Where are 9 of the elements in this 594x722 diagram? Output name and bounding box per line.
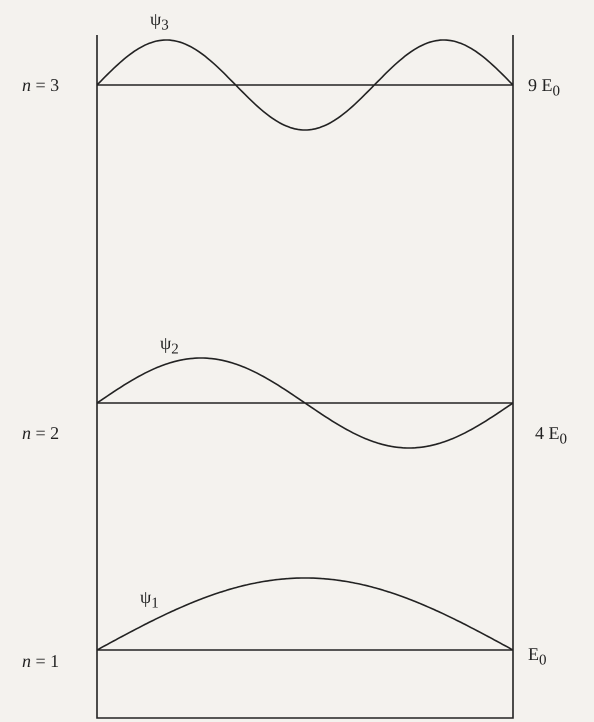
- energy-label: 4 E$_{0}$: [535, 424, 567, 448]
- quantum-number-label: n = 3: [22, 76, 60, 94]
- wavefunction-label: ψ$_{3}$: [150, 10, 169, 34]
- quantum-number-label: n = 2: [22, 424, 60, 442]
- wavefunction-label: ψ$_{2}$: [160, 334, 179, 358]
- energy-label: E$_{0}$: [528, 645, 546, 669]
- wavefunction-label: ψ$_{1}$: [140, 588, 159, 612]
- energy-label: 9 E$_{0}$: [528, 76, 560, 100]
- quantum-number-label: n = 1: [22, 652, 60, 670]
